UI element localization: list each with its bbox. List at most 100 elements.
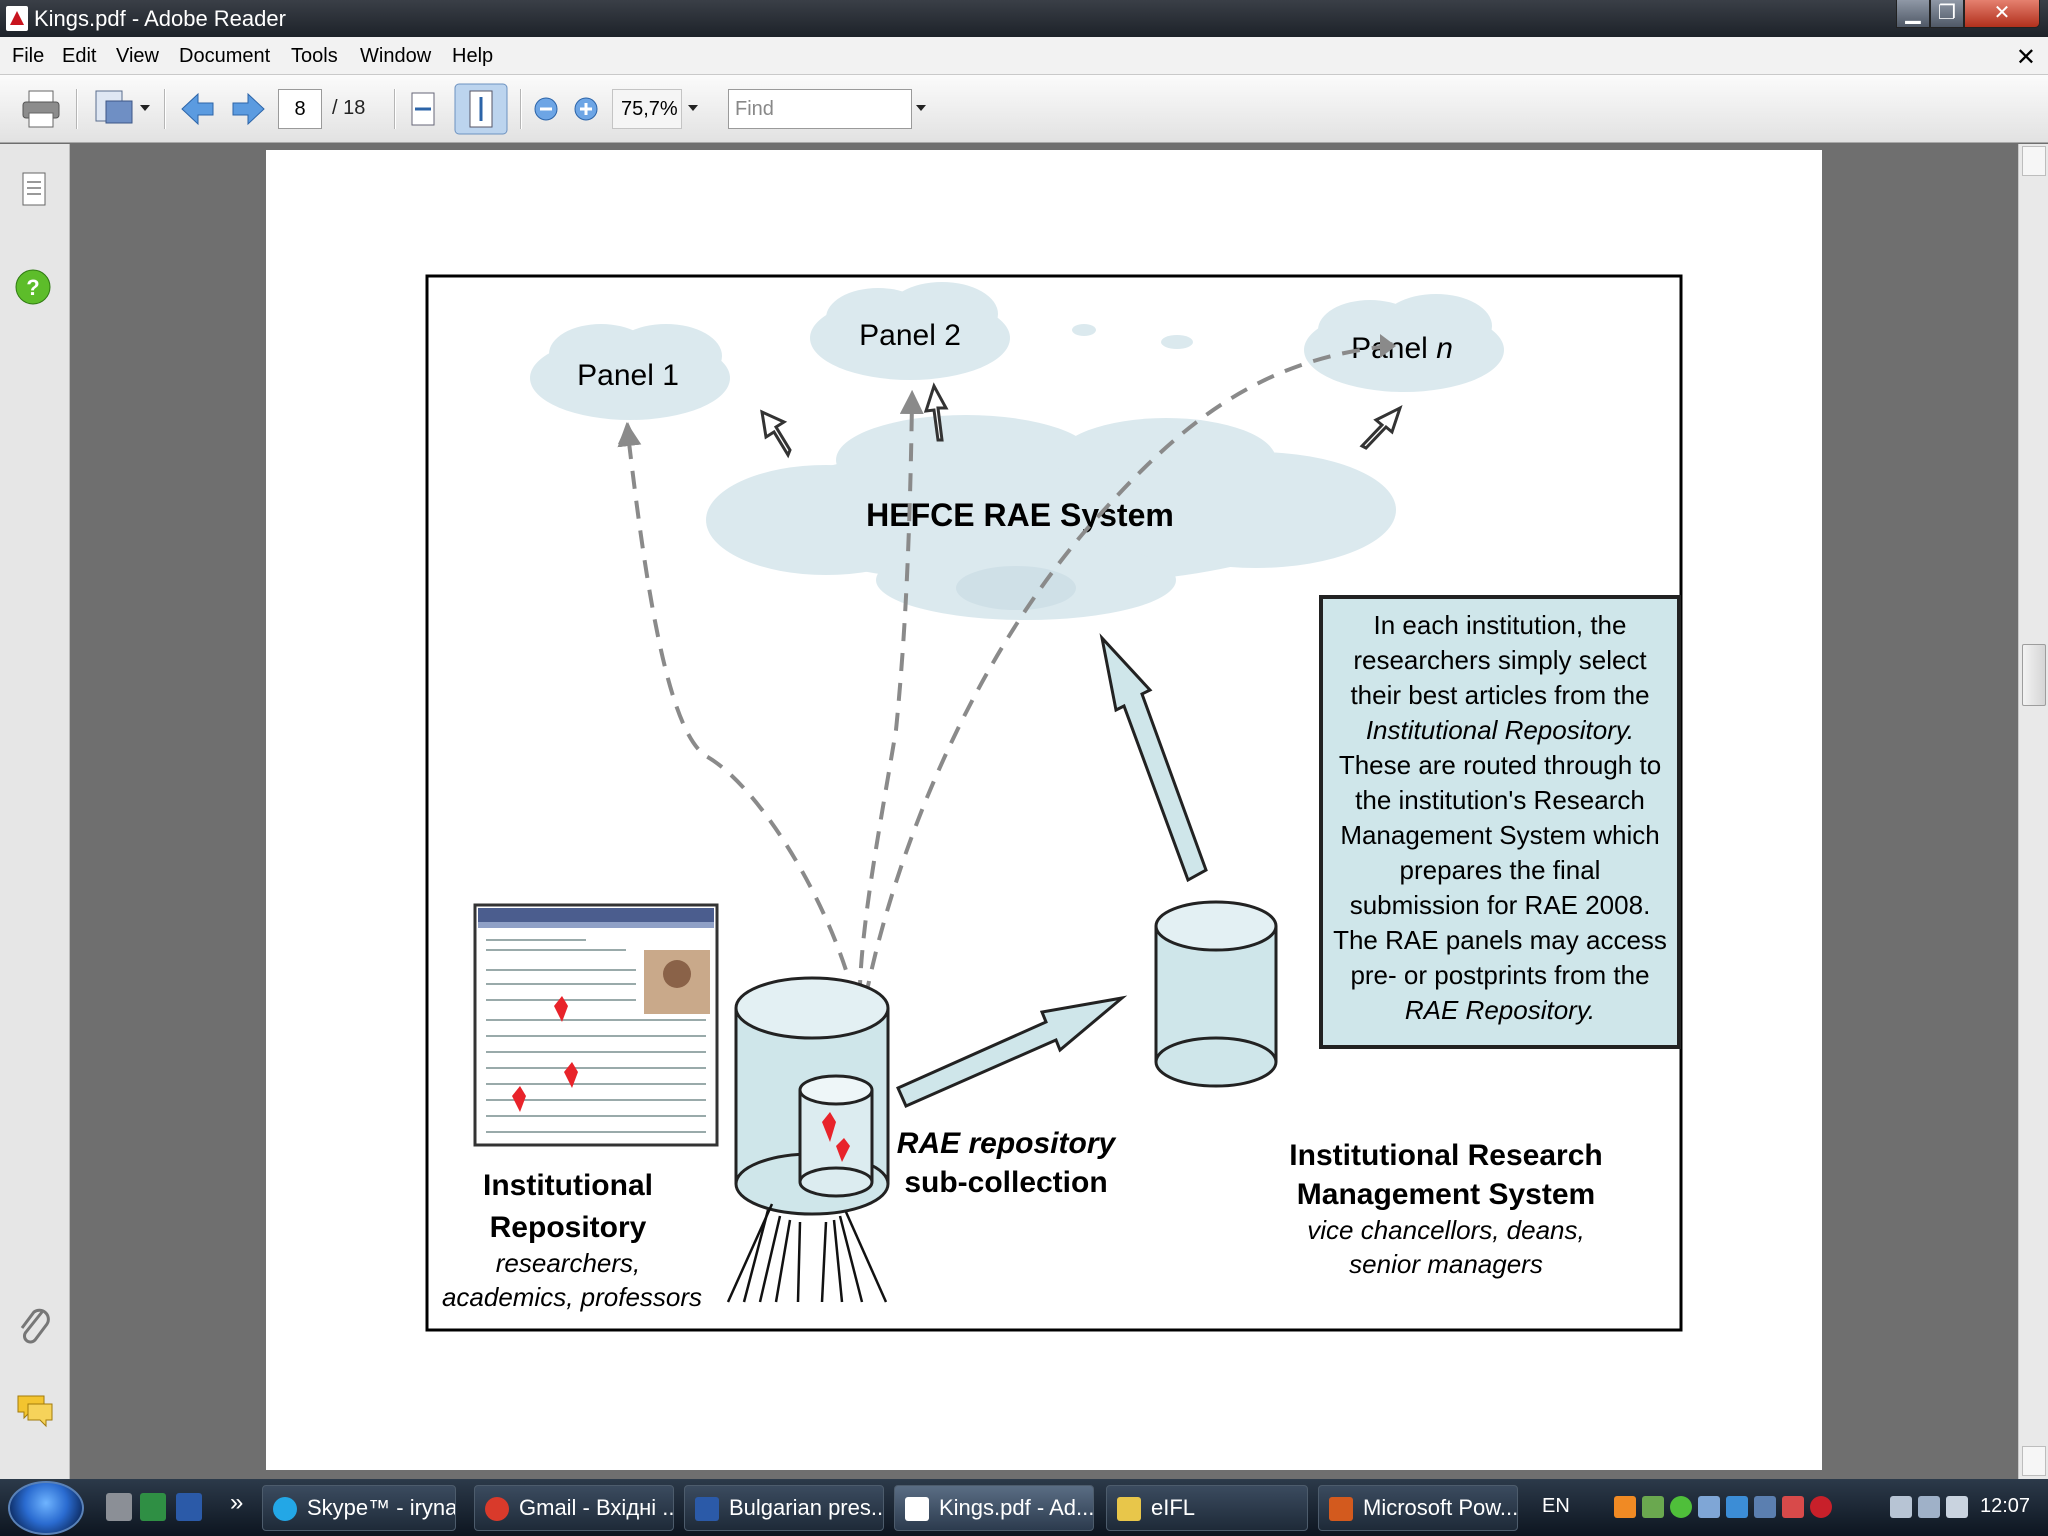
excel-quicklaunch-icon[interactable] bbox=[140, 1493, 166, 1521]
scroll-up-button[interactable] bbox=[2022, 146, 2046, 176]
menu-file[interactable]: File bbox=[12, 45, 45, 67]
clock[interactable]: 12:07 bbox=[1980, 1495, 2031, 1517]
taskbar: » Skype™ - iryna... Gmail - Вхідні ... B… bbox=[0, 1479, 2048, 1536]
page-total: / 18 bbox=[332, 97, 366, 119]
zoom-in-icon[interactable] bbox=[572, 95, 600, 123]
menu-document[interactable]: Document bbox=[179, 45, 271, 67]
ir-title-1: Institutional bbox=[483, 1169, 653, 1202]
tray-app-icon-6[interactable] bbox=[1754, 1496, 1776, 1518]
panel-2-cloud bbox=[810, 282, 1010, 380]
task-kings-pdf[interactable]: Kings.pdf - Ad... bbox=[894, 1485, 1094, 1531]
tray-app-icon-2[interactable] bbox=[1642, 1496, 1664, 1518]
show-desktop-icon[interactable] bbox=[106, 1493, 132, 1521]
title-bar: Kings.pdf - Adobe Reader ▁ ❐ ✕ bbox=[0, 0, 2048, 37]
fit-width-icon[interactable] bbox=[406, 89, 440, 129]
task-skype[interactable]: Skype™ - iryna... bbox=[262, 1485, 456, 1531]
pdf-page: HEFCE RAE System Panel 1 Panel 2 Panel n bbox=[266, 150, 1822, 1470]
task-eifl[interactable]: eIFL bbox=[1106, 1485, 1308, 1531]
info-box bbox=[1319, 595, 1681, 1049]
document-viewer[interactable]: HEFCE RAE System Panel 1 Panel 2 Panel n bbox=[70, 144, 2018, 1479]
submission-arrow bbox=[896, 995, 1128, 1108]
tray-app-icon-1[interactable] bbox=[1614, 1496, 1636, 1518]
print-icon[interactable] bbox=[20, 89, 62, 129]
task-bulgarian-pres[interactable]: Bulgarian pres... bbox=[684, 1485, 884, 1531]
previous-page-icon[interactable] bbox=[180, 91, 216, 127]
tray-app-icon-3[interactable] bbox=[1670, 1496, 1692, 1518]
ir-subtitle-2: academics, professors bbox=[442, 1282, 702, 1312]
rims-title-2: Management System bbox=[1297, 1178, 1595, 1211]
start-button[interactable] bbox=[8, 1481, 84, 1535]
share-dropdown-icon[interactable] bbox=[140, 105, 150, 111]
close-button[interactable]: ✕ bbox=[1964, 0, 2040, 28]
power-icon[interactable] bbox=[1918, 1496, 1940, 1518]
zoom-out-icon[interactable] bbox=[532, 95, 560, 123]
zoom-dropdown-icon[interactable] bbox=[688, 105, 698, 111]
rims-cylinder bbox=[1154, 900, 1278, 1088]
rae-diagram: HEFCE RAE System Panel 1 Panel 2 Panel n bbox=[425, 274, 1683, 1332]
svg-text:their best articles from the: their best articles from the bbox=[1350, 680, 1649, 710]
routing-arrow bbox=[1099, 633, 1208, 883]
comments-icon[interactable] bbox=[14, 1390, 56, 1430]
ir-title-2: Repository bbox=[490, 1211, 647, 1244]
help-icon[interactable]: ? bbox=[14, 268, 52, 306]
tray-app-icon-7[interactable] bbox=[1782, 1496, 1804, 1518]
svg-text:Management System which: Management System which bbox=[1340, 820, 1659, 850]
pages-icon[interactable] bbox=[20, 170, 50, 210]
rims-title-1: Institutional Research bbox=[1289, 1139, 1602, 1172]
zoom-level-field[interactable]: 75,7% bbox=[612, 89, 682, 129]
next-page-icon[interactable] bbox=[230, 91, 266, 127]
selected-articles-hearts bbox=[822, 1112, 850, 1162]
maximize-button[interactable]: ❐ bbox=[1930, 0, 1964, 28]
tray-app-icon-5[interactable] bbox=[1726, 1496, 1748, 1518]
language-indicator[interactable]: EN bbox=[1542, 1495, 1570, 1517]
rims-subtitle-2: senior managers bbox=[1349, 1249, 1543, 1279]
scroll-down-button[interactable] bbox=[2022, 1446, 2046, 1476]
toolbar: 8 / 18 75,7% Find bbox=[0, 75, 2048, 143]
menu-window[interactable]: Window bbox=[360, 45, 432, 67]
fit-page-icon[interactable] bbox=[454, 83, 508, 135]
tray-app-icon-8[interactable] bbox=[1810, 1496, 1832, 1518]
svg-text:prepares the final: prepares the final bbox=[1400, 855, 1601, 885]
email-share-icon[interactable] bbox=[92, 87, 134, 131]
rae-subcollection-title-1: RAE repository bbox=[897, 1127, 1117, 1160]
svg-text:In each institution, the: In each institution, the bbox=[1374, 610, 1627, 640]
repository-page-thumbnail bbox=[473, 903, 719, 1147]
hollow-arrows bbox=[760, 382, 1403, 459]
find-input[interactable]: Find bbox=[728, 89, 912, 129]
close-document-icon[interactable]: ✕ bbox=[2015, 44, 2036, 71]
volume-icon[interactable] bbox=[1946, 1496, 1968, 1518]
window-title: Kings.pdf - Adobe Reader bbox=[34, 6, 286, 31]
panel-1-cloud bbox=[530, 324, 730, 420]
network-icon[interactable] bbox=[1890, 1496, 1912, 1518]
word-quicklaunch-icon[interactable] bbox=[176, 1493, 202, 1521]
pdf-icon bbox=[905, 1497, 929, 1521]
rae-subcollection-cylinder bbox=[798, 1074, 874, 1198]
task-powerpoint[interactable]: Microsoft Pow... bbox=[1318, 1485, 1518, 1531]
tray-app-icon-4[interactable] bbox=[1698, 1496, 1720, 1518]
quicklaunch-chevron[interactable]: » bbox=[230, 1489, 244, 1516]
menu-view[interactable]: View bbox=[116, 45, 159, 67]
svg-text:researchers simply select: researchers simply select bbox=[1353, 645, 1647, 675]
find-dropdown-icon[interactable] bbox=[916, 105, 926, 111]
attachments-icon[interactable] bbox=[14, 1304, 54, 1350]
panel-2-label: Panel 2 bbox=[859, 319, 961, 352]
svg-text:pre- or postprints from the: pre- or postprints from the bbox=[1350, 960, 1649, 990]
minimize-button[interactable]: ▁ bbox=[1896, 0, 1930, 28]
page-number-input[interactable]: 8 bbox=[278, 89, 322, 129]
panel-n-label: Panel n bbox=[1351, 332, 1453, 365]
powerpoint-icon bbox=[1329, 1497, 1353, 1521]
svg-text:The RAE panels may access: The RAE panels may access bbox=[1333, 925, 1667, 955]
skype-icon bbox=[273, 1497, 297, 1521]
menu-help[interactable]: Help bbox=[452, 45, 494, 67]
rims-subtitle-1: vice chancellors, deans, bbox=[1307, 1215, 1584, 1245]
svg-text:These are routed through to: These are routed through to bbox=[1339, 750, 1661, 780]
vertical-scrollbar[interactable] bbox=[2018, 144, 2048, 1479]
menu-edit[interactable]: Edit bbox=[62, 45, 97, 67]
menu-tools[interactable]: Tools bbox=[291, 45, 338, 67]
task-gmail[interactable]: Gmail - Вхідні ... bbox=[474, 1485, 674, 1531]
svg-text:the institution's Research: the institution's Research bbox=[1355, 785, 1645, 815]
menu-bar: File Edit View Document Tools Window Hel… bbox=[0, 37, 2048, 75]
panel-1-label: Panel 1 bbox=[577, 359, 679, 392]
scroll-thumb[interactable] bbox=[2022, 644, 2046, 706]
svg-text:submission for RAE 2008.: submission for RAE 2008. bbox=[1350, 890, 1651, 920]
